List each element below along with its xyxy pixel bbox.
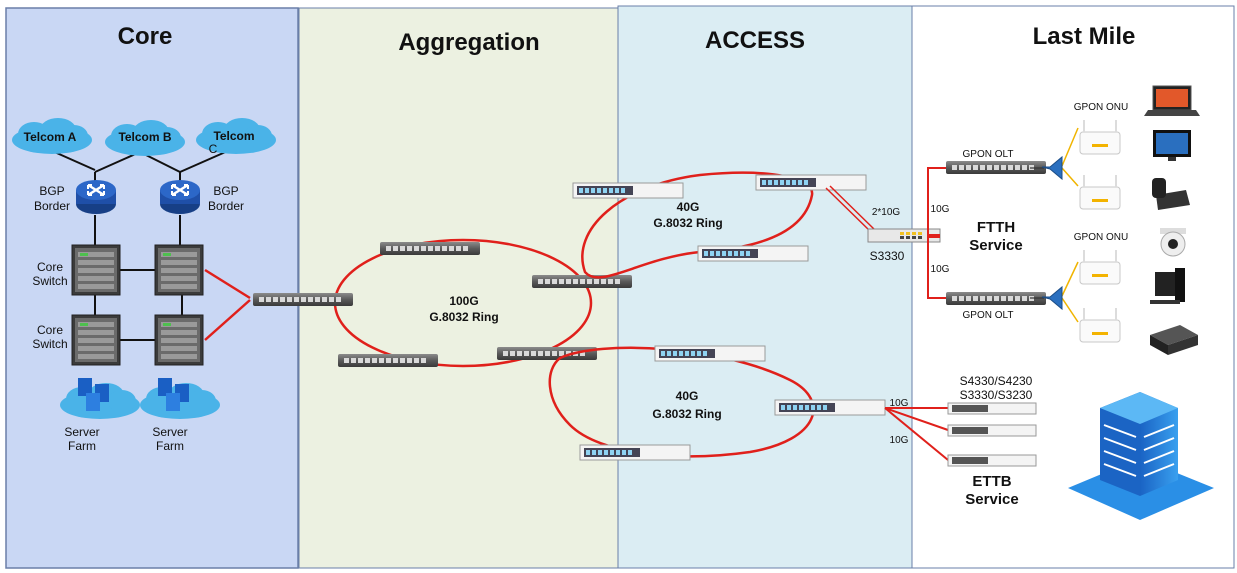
camera-icon [1160,228,1186,257]
desktop-icon [1150,268,1185,304]
core-switch-bottom-label-1: Core [37,323,63,337]
access-upper-ring-protocol: G.8032 Ring [653,216,722,230]
agg-switch-top-icon [380,242,480,255]
server-farm-left-icon [60,378,140,419]
server-farm-left-label-2: Farm [68,439,96,453]
server-farm-left-label-1: Server [64,425,99,439]
ettb-link-label-2: 10G [890,435,909,446]
telcom-c-label-1: Telcom [213,129,254,143]
access-switch-5-icon [774,399,886,416]
core-switch-br-icon [154,314,204,366]
phone-icon [1152,178,1190,210]
ettb-switch-1-icon [947,402,1037,415]
tv-icon [1153,130,1191,161]
gpon-olt-top-label: GPON OLT [963,149,1014,160]
server-farm-right-label-2: Farm [156,439,184,453]
core-zone [5,7,299,569]
core-zone-title: Core [118,23,173,50]
agg-switch-bottom-icon [338,354,438,367]
telcom-b-label: Telcom B [118,130,171,144]
bgp-right-label-2: Border [208,199,244,213]
access-upper-ring [581,171,814,279]
telcom-c-label-2: C [209,142,218,156]
access-upper-ring-speed: 40G [677,200,700,214]
agg-switch-lowerright-icon [497,347,597,360]
access-switch-4-icon [654,345,766,362]
core-switch-tr-icon [154,244,204,296]
core-switch-tl-icon [71,244,121,296]
bgp-left-label-2: Border [34,199,70,213]
olt-link-bottom-label: 10G [931,264,950,275]
agg-ring-speed: 100G [449,294,478,308]
fiber-links [1061,127,1079,323]
ettb-switch-3-icon [947,454,1037,467]
bgp-right-label-1: BGP [213,184,238,198]
access-zone-title: ACCESS [705,27,805,54]
olt-splitter-links [1030,167,1044,299]
bgp-border-right-router-icon [158,178,202,216]
agg-ring-protocol: G.8032 Ring [429,310,498,324]
access-lower-ring-speed: 40G [676,389,699,403]
bgp-left-label-1: BGP [39,184,64,198]
ettb-models-label-1: S4330/S4230 [960,374,1033,388]
ettb-label-2: Service [965,491,1018,508]
agg-switch-left-icon [253,293,353,306]
core-switch-top-label-2: Switch [32,274,67,288]
gpon-onu-top-label: GPON ONU [1074,102,1128,113]
ettb-models-label-2: S3330/S3230 [960,388,1033,402]
gpon-olt-bottom-label: GPON OLT [963,310,1014,321]
gpon-onu-bottom-label: GPON ONU [1074,232,1128,243]
ettb-label-1: ETTB [972,473,1011,490]
ftth-label-2: Service [969,237,1022,254]
server-farm-right-icon [140,378,220,419]
agg-switch-right-icon [532,275,632,288]
ftth-label-1: FTTH [977,219,1015,236]
access-zone [617,5,913,569]
s3330-uplink [825,185,877,234]
core-uplinks [204,268,251,341]
core-switch-bl-icon [71,314,121,366]
olt-links [927,167,948,299]
access-switch-2-icon [755,174,867,191]
telcom-a-label: Telcom A [24,130,77,144]
server-farm-right-label-1: Server [152,425,187,439]
core-switch-top-label-1: Core [37,260,63,274]
access-switch-1-icon [572,182,684,199]
uplink-2x10g-label: 2*10G [872,207,901,218]
aggregation-zone [298,7,619,569]
aggregation-zone-title: Aggregation [398,29,539,56]
set-top-box-icon [1150,325,1198,355]
access-lower-ring-protocol: G.8032 Ring [652,407,721,421]
core-switch-bottom-label-2: Switch [32,337,67,351]
ettb-link-label-1: 10G [890,398,909,409]
ettb-switch-2-icon [947,424,1037,437]
bgp-border-left-router-icon [74,178,118,216]
laptop-icon [1144,85,1200,116]
building-icon [1068,392,1214,520]
last-mile-zone-title: Last Mile [1033,23,1136,50]
access-switch-3-icon [697,245,809,262]
access-switch-6-icon [579,444,691,461]
s3330-label: S3330 [870,249,905,263]
ettb-links [884,407,949,461]
olt-link-top-label: 10G [931,204,950,215]
